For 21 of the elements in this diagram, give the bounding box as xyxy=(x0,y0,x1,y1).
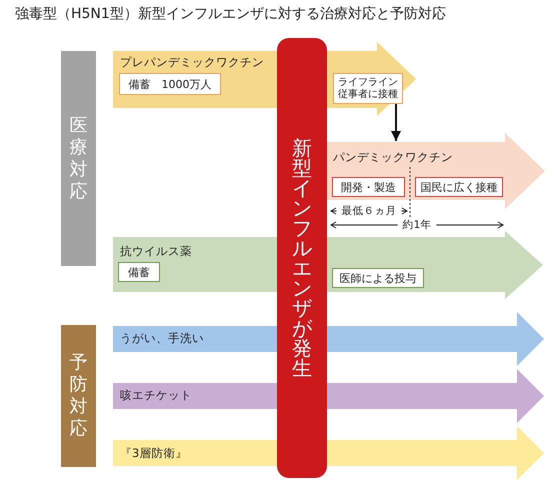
band-title: 『3層防衛』 xyxy=(120,447,188,460)
band-title: うがい、手洗い xyxy=(120,332,204,345)
note-box: ライフライン従事者に接種 xyxy=(333,73,403,104)
note-box: 国民に広く接種 xyxy=(415,177,503,197)
note-box: 医師による投与 xyxy=(332,268,424,288)
arrow-band xyxy=(113,42,416,116)
arrow xyxy=(391,104,401,141)
band-title: 咳エチケット xyxy=(120,389,192,402)
band-title: プレパンデミックワクチン xyxy=(120,56,264,69)
band-title: 抗ウイルス薬 xyxy=(120,245,192,258)
note-box: 備蓄 1000万人 xyxy=(119,73,221,95)
diagram-title: 強毒型（H5N1型）新型インフルエンザに対する治療対応と予防対応 xyxy=(15,5,446,23)
note-box: 開発・製造 xyxy=(332,177,405,197)
note-box: 備蓄 xyxy=(118,262,160,282)
arrow-band xyxy=(113,426,544,480)
category-band: 予防対応 xyxy=(61,325,96,467)
dimension-label: 約1年 xyxy=(402,219,432,231)
band-title: パンデミックワクチン xyxy=(333,151,453,164)
dimension-label: 最低６ヵ月 xyxy=(342,205,396,217)
category-band: 医療対応 xyxy=(61,51,96,266)
event-bar: 新型インフルエンザが発生 xyxy=(277,38,327,478)
